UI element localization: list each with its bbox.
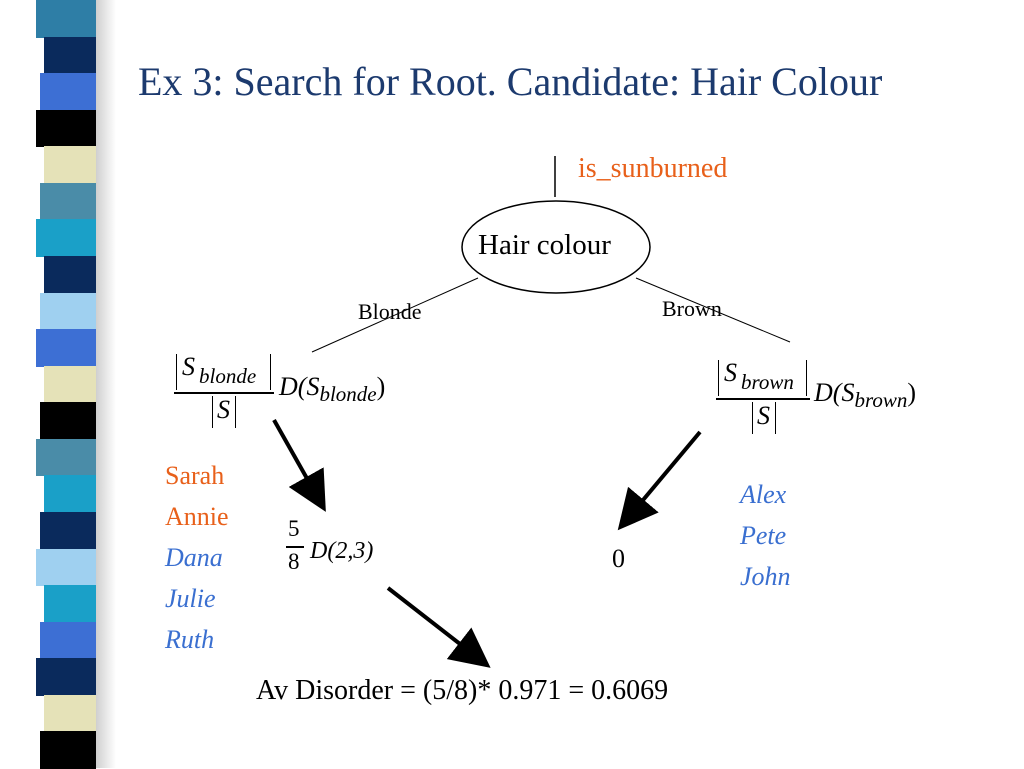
disorder-set-symbol: S <box>306 372 320 401</box>
stripe-block <box>36 438 96 477</box>
disorder-function: D(Sbrown) <box>814 378 917 412</box>
disorder-expression: D(2,3) <box>310 538 374 564</box>
stripe-block <box>44 36 96 75</box>
stripe-block <box>40 182 96 221</box>
slide-title: Ex 3: Search for Root. Candidate: Hair C… <box>138 59 883 104</box>
disorder-close-paren: ) <box>376 372 386 401</box>
fraction-denominator: 8 <box>288 549 300 574</box>
person-name: Julie <box>165 584 216 613</box>
stripe-block <box>40 73 96 111</box>
root-node-label: Hair colour <box>478 229 611 261</box>
stripe-block <box>40 512 96 550</box>
disorder-prefix: D( <box>814 378 842 407</box>
person-name: Annie <box>165 502 229 531</box>
branch-label-brown: Brown <box>662 296 722 321</box>
branch-line-brown <box>635 277 791 343</box>
denominator-set-symbol: S <box>757 401 770 430</box>
disorder-subscript: brown <box>854 388 908 412</box>
blonde-people-list: Sarah Annie Dana Julie Ruth <box>165 455 229 660</box>
arrow-blonde-to-formula <box>272 419 326 512</box>
stripe-block <box>44 585 96 623</box>
person-name: Pete <box>740 521 787 550</box>
branch-label-blonde: Blonde <box>358 299 422 324</box>
denominator-set-symbol: S <box>217 395 230 424</box>
numerator-subscript: blonde <box>199 364 257 388</box>
arrow-formula-to-result <box>386 586 491 668</box>
arrow-brown-to-zero <box>617 430 702 531</box>
target-attribute-label: is_sunburned <box>578 153 728 184</box>
person-name: Alex <box>740 480 787 509</box>
disorder-set-symbol: S <box>841 378 855 407</box>
stripe-block <box>44 256 96 294</box>
stripe-block <box>40 621 96 660</box>
stripe-block <box>36 219 96 257</box>
numerator-set-symbol: S <box>724 358 737 387</box>
blonde-weighted-disorder-formula: S blonde S D(Sblonde) <box>172 350 422 432</box>
branch-line-blonde <box>311 277 479 353</box>
brown-disorder-value: 0 <box>612 544 625 573</box>
stripe-block <box>36 658 96 696</box>
root-node <box>461 200 651 294</box>
stripe-block <box>44 365 96 404</box>
disorder-subscript: blonde <box>319 382 377 406</box>
stripe-block <box>44 694 96 733</box>
person-name: Sarah <box>165 461 225 490</box>
blonde-disorder-value-formula: 5 8 D(2,3) <box>286 516 416 596</box>
brown-people-list: Alex Pete John <box>740 474 791 597</box>
stripe-block <box>44 146 96 184</box>
stripe-block <box>40 292 96 331</box>
average-disorder-result: Av Disorder = (5/8)* 0.971 = 0.6069 <box>256 675 669 706</box>
stripe-block <box>40 402 96 440</box>
numerator-subscript: brown <box>741 370 794 394</box>
stripe-block <box>44 475 96 513</box>
fraction-numerator: 5 <box>288 516 300 541</box>
stripe-shadow <box>96 0 116 768</box>
stripe-block <box>40 731 96 769</box>
disorder-close-paren: ) <box>907 378 917 407</box>
stripe-block <box>36 329 96 367</box>
brown-weighted-disorder-formula: S brown S D(Sbrown) <box>714 356 974 438</box>
disorder-function: D(Sblonde) <box>279 372 386 406</box>
stripe-block <box>36 548 96 587</box>
person-name: Ruth <box>165 625 215 654</box>
person-name: Dana <box>165 543 223 572</box>
numerator-set-symbol: S <box>182 352 195 381</box>
stripe-block <box>36 0 96 38</box>
decorative-stripe-bar <box>0 0 118 769</box>
disorder-prefix: D( <box>279 372 307 401</box>
stripe-block <box>36 109 96 148</box>
person-name: John <box>740 562 791 591</box>
